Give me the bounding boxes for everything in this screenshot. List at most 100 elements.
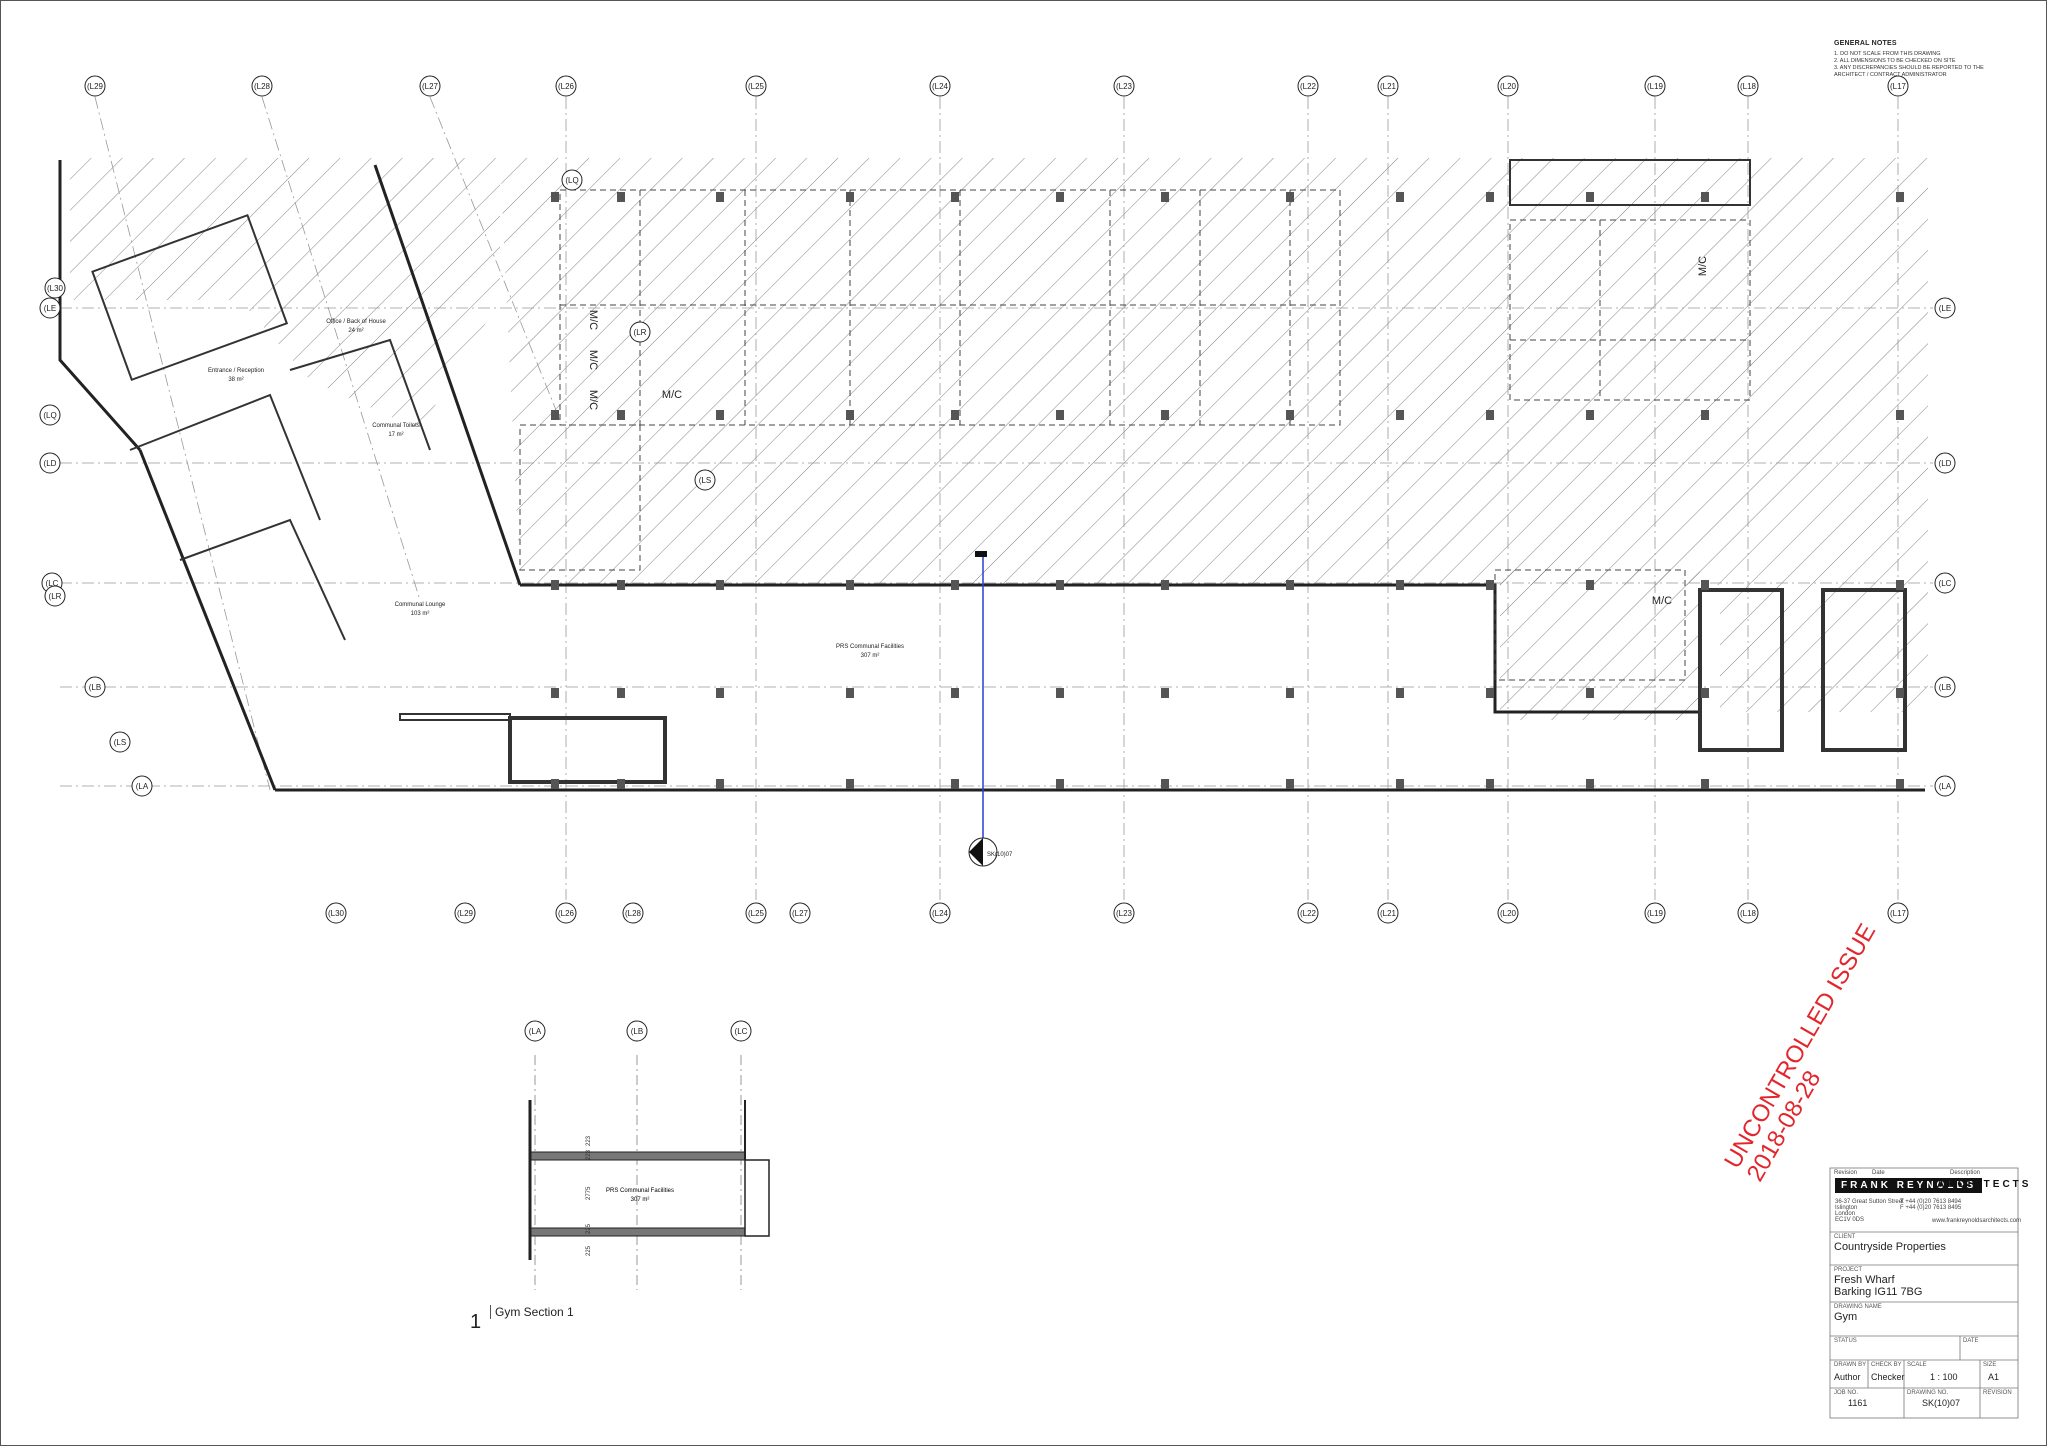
grid-bubble-bottom: (L27 — [789, 902, 811, 924]
grid-bubble-right: (LB — [1934, 676, 1956, 698]
grid-bubble-bottom-label: (L17 — [1890, 909, 1907, 918]
column — [846, 410, 854, 420]
column — [846, 779, 854, 789]
column — [846, 688, 854, 698]
grid-bubble-bottom: (L18 — [1737, 902, 1759, 924]
room-entrance-name: Entrance / Reception — [208, 368, 264, 374]
tb-address: 36-37 Great Sutton Street Islington Lond… — [1835, 1199, 1904, 1223]
column — [951, 580, 959, 590]
grid-bubble-left-label: (L30 — [47, 284, 64, 293]
section-room-name: PRS Communal Facilities — [606, 1188, 674, 1194]
grid-bubble-bottom-label: (L26 — [558, 909, 575, 918]
grid-bubble-top: (L20 — [1497, 75, 1519, 97]
grid-bubble-left: (LS — [109, 731, 131, 753]
column — [1586, 192, 1594, 202]
tb-header-date: Date — [1872, 1170, 1885, 1176]
tb-check-by: Checker — [1871, 1372, 1905, 1382]
hatched-area-right-lower — [1500, 570, 1700, 720]
column — [617, 779, 625, 789]
address-line: Islington — [1835, 1205, 1858, 1211]
column — [1586, 410, 1594, 420]
grid-bubble-top: (L23 — [1113, 75, 1135, 97]
frank-reynolds-logo: FRANK REYNOLDS — [1835, 1178, 1983, 1193]
grid-bubble-bottom-label: (L29 — [457, 909, 474, 918]
grid-bubble-bottom: (L30 — [325, 902, 347, 924]
column — [716, 192, 724, 202]
tb-size-label: SIZE — [1983, 1362, 1997, 1368]
grid-bubble-bottom: (L17 — [1887, 902, 1909, 924]
column — [1286, 779, 1294, 789]
grid-bubble-bottom-label: (L30 — [328, 909, 345, 918]
room-labels: Entrance / Reception 38 m² Office / Back… — [208, 256, 1709, 659]
column — [1396, 779, 1404, 789]
note-item: 2. ALL DIMENSIONS TO BE CHECKED ON SITE — [1834, 58, 1956, 64]
column — [1486, 410, 1494, 420]
section-title: Gym Section 1 — [490, 1305, 574, 1319]
column — [1286, 410, 1294, 420]
column — [846, 192, 854, 202]
grid-bubble-right-label: (LC — [1939, 579, 1952, 588]
column — [1701, 779, 1709, 789]
mc-label-1: M/C — [662, 389, 682, 401]
grid-bubble-bottom: (L26 — [555, 902, 577, 924]
mc-label-5: M/C — [587, 350, 599, 370]
room-toilets-area: 17 m² — [388, 432, 403, 438]
column — [1586, 779, 1594, 789]
address-line: EC1V 0DS — [1835, 1217, 1865, 1223]
section-dim-1: 223 — [586, 1135, 592, 1146]
column — [1396, 410, 1404, 420]
address-line: London — [1835, 1211, 1856, 1217]
column — [951, 410, 959, 420]
section-dim-5: 225 — [586, 1245, 592, 1256]
grid-bubble-left: (LD — [39, 452, 61, 474]
grid-bubble-bottom-label: (L18 — [1740, 909, 1757, 918]
tb-drawing-name: Gym — [1834, 1311, 1858, 1323]
grid-bubble-top: (L24 — [929, 75, 951, 97]
column — [1586, 580, 1594, 590]
grid-bubble-internal: (LS — [694, 469, 716, 491]
column — [1286, 580, 1294, 590]
grid-bubble-bottom: (L29 — [454, 902, 476, 924]
grid-bubble-left-label: (LB — [89, 683, 101, 692]
grid-bubble-bottom-label: (L22 — [1300, 909, 1317, 918]
grid-bubble-top: (L19 — [1644, 75, 1666, 97]
room-lounge-name: Communal Lounge — [395, 602, 446, 608]
tb-project-label: PROJECT — [1834, 1267, 1863, 1273]
grid-bubble-top: (L27 — [419, 75, 441, 97]
column — [1161, 410, 1169, 420]
grid-bubble-left: (LE — [39, 297, 61, 319]
grid-bubble-top: (L18 — [1737, 75, 1759, 97]
grid-bubble-section-label: (LC — [735, 1027, 748, 1036]
column — [1286, 688, 1294, 698]
columns — [551, 192, 1904, 789]
column — [551, 192, 559, 202]
grid-bubble-top-label: (L26 — [558, 82, 575, 91]
grid-bubble-top: (L26 — [555, 75, 577, 97]
grid-bubble-bottom: (L22 — [1297, 902, 1319, 924]
grid-bubble-top: (L22 — [1297, 75, 1319, 97]
column — [1586, 688, 1594, 698]
column — [1701, 580, 1709, 590]
grid-bubble-bottom: (L21 — [1377, 902, 1399, 924]
grid-bubble-left-label: (LC — [46, 579, 59, 588]
column — [1396, 580, 1404, 590]
tb-client: Countryside Properties — [1834, 1241, 1946, 1253]
grid-bubble-right: (LA — [1934, 775, 1956, 797]
column — [1896, 410, 1904, 420]
column — [1056, 580, 1064, 590]
grid-bubble-bottom-label: (L25 — [748, 909, 765, 918]
section-marker-label: SK(10)07 — [987, 852, 1013, 858]
grid-bubble-bottom-label: (L19 — [1647, 909, 1664, 918]
title-block-lines — [1829, 1167, 2019, 1419]
room-entrance-area: 38 m² — [228, 377, 243, 383]
grid-bubble-internal: (LQ — [561, 169, 583, 191]
grid-bubble-right-label: (LE — [1939, 304, 1951, 313]
mc-label-3: M/C — [1697, 256, 1709, 276]
tb-drawing-no-label: DRAWING NO. — [1907, 1390, 1949, 1396]
grid-bubble-top-label: (L17 — [1890, 82, 1907, 91]
grid-bubble-left-label: (LE — [44, 304, 56, 313]
column — [1056, 779, 1064, 789]
room-lounge-area: 103 m² — [411, 611, 430, 617]
grid-bubble-top-label: (L29 — [87, 82, 104, 91]
column — [1161, 192, 1169, 202]
